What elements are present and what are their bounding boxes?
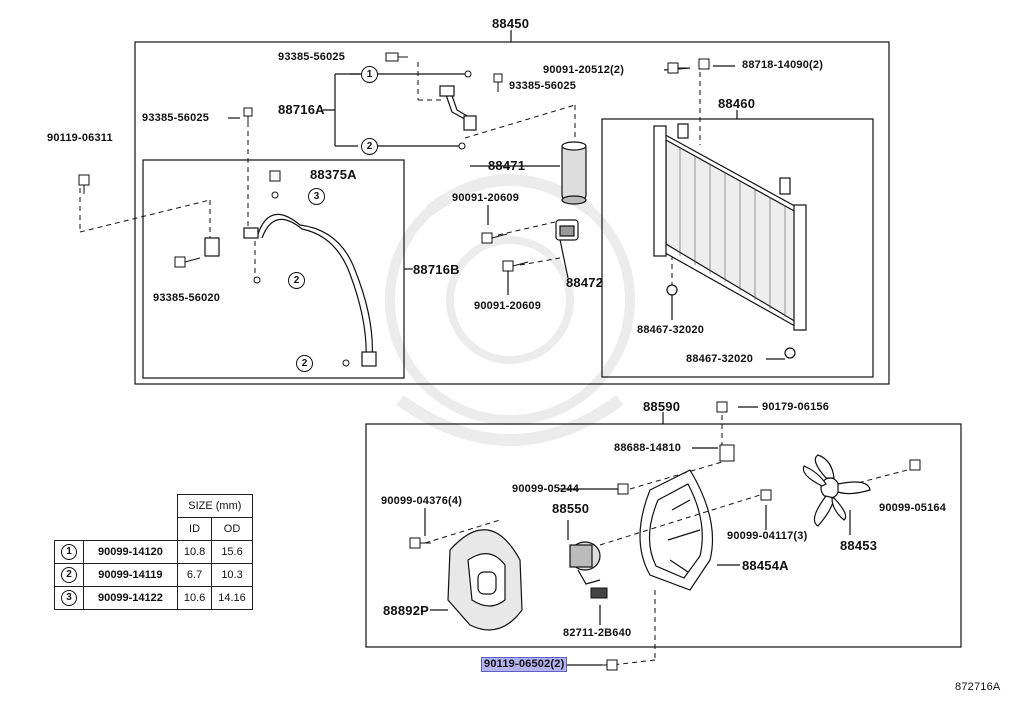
fan-88453: [802, 454, 871, 527]
row-od: 15.6: [211, 540, 253, 564]
label-88375A[interactable]: 88375A: [310, 167, 357, 182]
label-88467-32020-a[interactable]: 88467-32020: [637, 324, 705, 336]
callout-3: 3: [308, 188, 325, 205]
label-88688-14810[interactable]: 88688-14810: [614, 442, 682, 454]
row-part[interactable]: 90099-14119: [83, 563, 178, 587]
label-90099-04117[interactable]: 90099-04117(3): [727, 530, 808, 542]
callout-1: 1: [361, 66, 378, 83]
label-88590[interactable]: 88590: [643, 399, 681, 414]
size-table: SIZE (mm) ID OD 1 90099-14120 10.8 15.6 …: [54, 494, 253, 610]
label-90179-06156[interactable]: 90179-06156: [762, 401, 830, 413]
o-rings: [253, 70, 472, 367]
label-88467-32020-b[interactable]: 88467-32020: [686, 353, 754, 365]
table-row: 1 90099-14120 10.8 15.6: [54, 540, 253, 564]
label-93385-56025-right[interactable]: 93385-56025: [509, 80, 577, 92]
callout-2-lower: 2: [296, 355, 313, 372]
table-row: 2 90099-14119 6.7 10.3: [54, 563, 253, 587]
table-row: 3 90099-14122 10.6 14.16: [54, 586, 253, 610]
col-id-header: ID: [176, 517, 213, 541]
label-90119-06502-highlighted[interactable]: 90119-06502(2): [480, 657, 568, 672]
label-88716B[interactable]: 88716B: [413, 262, 460, 277]
row-ref: 2: [61, 567, 77, 583]
row-part[interactable]: 90099-14120: [83, 540, 178, 564]
row-id: 6.7: [176, 563, 213, 587]
label-90091-20609-a[interactable]: 90091-20609: [452, 192, 520, 204]
label-90091-20512[interactable]: 90091-20512(2): [543, 64, 625, 76]
row-part[interactable]: 90099-14122: [83, 586, 178, 610]
bolts: [78, 52, 921, 671]
row-id: 10.8: [176, 540, 213, 564]
label-93385-56020[interactable]: 93385-56020: [153, 292, 221, 304]
diagram-code: 872716A: [955, 681, 1001, 693]
label-88454A[interactable]: 88454A: [742, 558, 789, 573]
connector-82711: [590, 587, 608, 599]
label-88892P[interactable]: 88892P: [383, 603, 430, 618]
label-93385-56025-top[interactable]: 93385-56025: [278, 51, 346, 63]
label-90099-04376[interactable]: 90099-04376(4): [381, 495, 463, 507]
frame-88450: [134, 41, 890, 385]
condenser-88460: [653, 123, 807, 359]
label-88716A[interactable]: 88716A: [278, 102, 325, 117]
frame-88590: [365, 423, 962, 648]
label-90099-05164[interactable]: 90099-05164: [879, 502, 947, 514]
col-od-header: OD: [211, 517, 253, 541]
label-88471[interactable]: 88471: [488, 158, 526, 173]
label-93385-56025-left[interactable]: 93385-56025: [142, 112, 210, 124]
row-od: 14.16: [211, 586, 253, 610]
label-88718-14090[interactable]: 88718-14090(2): [742, 59, 824, 71]
row-id: 10.6: [176, 586, 213, 610]
label-88472[interactable]: 88472: [566, 275, 604, 290]
label-88460[interactable]: 88460: [718, 96, 756, 111]
row-ref: 1: [61, 544, 77, 560]
label-90091-20609-b[interactable]: 90091-20609: [474, 300, 542, 312]
label-90099-05244[interactable]: 90099-05244: [512, 483, 580, 495]
label-88453[interactable]: 88453: [840, 538, 878, 553]
receiver-drier-88471: [561, 141, 587, 205]
callout-2-upper: 2: [361, 138, 378, 155]
label-88450[interactable]: 88450: [492, 16, 530, 31]
fan-shroud-88892P: [447, 529, 523, 631]
fan-motor-88550: [569, 541, 601, 585]
label-82711-2B640[interactable]: 82711-2B640: [563, 627, 632, 639]
bracket-88472: [555, 219, 579, 241]
row-od: 10.3: [211, 563, 253, 587]
pipe-88716B: [204, 213, 377, 367]
label-88550[interactable]: 88550: [552, 501, 590, 516]
label-90119-06311[interactable]: 90119-06311: [47, 132, 113, 144]
size-header: SIZE (mm): [176, 494, 253, 518]
callout-2-middle: 2: [288, 272, 305, 289]
shroud-frame-88454A: [639, 469, 713, 591]
pipe-88716A: [439, 85, 477, 131]
row-ref: 3: [61, 590, 77, 606]
